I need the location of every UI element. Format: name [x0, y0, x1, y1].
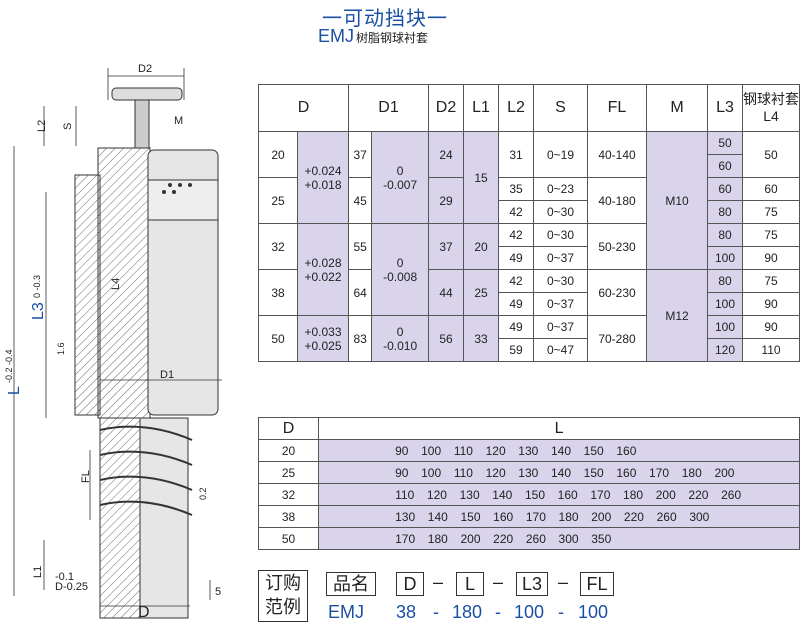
len-hdr-d: D: [257, 417, 320, 440]
order-label-box: 订购 范例: [258, 570, 308, 622]
code-l: L: [456, 572, 484, 596]
len-hdr-l: L: [318, 417, 800, 440]
label-l3: L3: [30, 302, 47, 320]
example-l3: 100: [514, 602, 545, 622]
hdr-l2: L2: [498, 84, 534, 132]
example-d: 38: [396, 602, 417, 622]
hdr-m: M: [646, 84, 708, 132]
hdr-d1: D1: [348, 84, 429, 132]
label-l-tol: -0.2 -0.4: [4, 349, 14, 383]
technical-drawing: D2 M D1 5 -0.1 D-0.25 D: [13, 63, 222, 621]
example-model: EMJ: [328, 602, 364, 622]
label-l1: L1: [32, 565, 44, 578]
hdr-l3: L3: [707, 84, 743, 132]
code-fl: FL: [580, 572, 614, 596]
label-l2: L2: [36, 119, 48, 132]
code-l3: L3: [516, 572, 548, 596]
hdr-l1: L1: [463, 84, 499, 132]
label-five: 5: [215, 586, 221, 598]
spec-table: D D1 D2 L1 L2 S FL M L3 钢球衬套L4 20 +0.024…: [258, 84, 800, 362]
label-l: L: [6, 386, 23, 395]
label-d-tol-b: D-0.25: [55, 581, 88, 593]
label-fl-tol: 0.2: [198, 487, 208, 500]
example-l: 180: [452, 602, 483, 622]
label-d: D: [138, 604, 150, 621]
label-l3-tol: 0 -0.3: [32, 274, 42, 298]
label-d2: D2: [138, 63, 152, 75]
hdr-s: S: [533, 84, 588, 132]
hdr-fl: FL: [587, 84, 647, 132]
hdr-d: D: [258, 84, 349, 132]
hdr-d2: D2: [428, 84, 464, 132]
order-example: 订购 范例 品名 D – L – L3 – FL EMJ 38 - 180 - …: [258, 570, 798, 626]
label-fl: FL: [80, 470, 92, 483]
label-roughness: 1.6: [56, 342, 66, 355]
example-fl: 100: [578, 602, 609, 622]
code-d: D: [396, 572, 424, 596]
label-d-tol-a: -0.1: [55, 571, 74, 583]
label-m: M: [174, 115, 183, 127]
label-s: S: [62, 122, 74, 130]
order-name-box: 品名: [326, 572, 376, 596]
label-l4: L4: [110, 277, 122, 290]
page-title: 一可动挡块一: [322, 8, 448, 30]
hdr-l4: 钢球衬套L4: [742, 84, 800, 132]
label-d1: D1: [160, 369, 174, 381]
